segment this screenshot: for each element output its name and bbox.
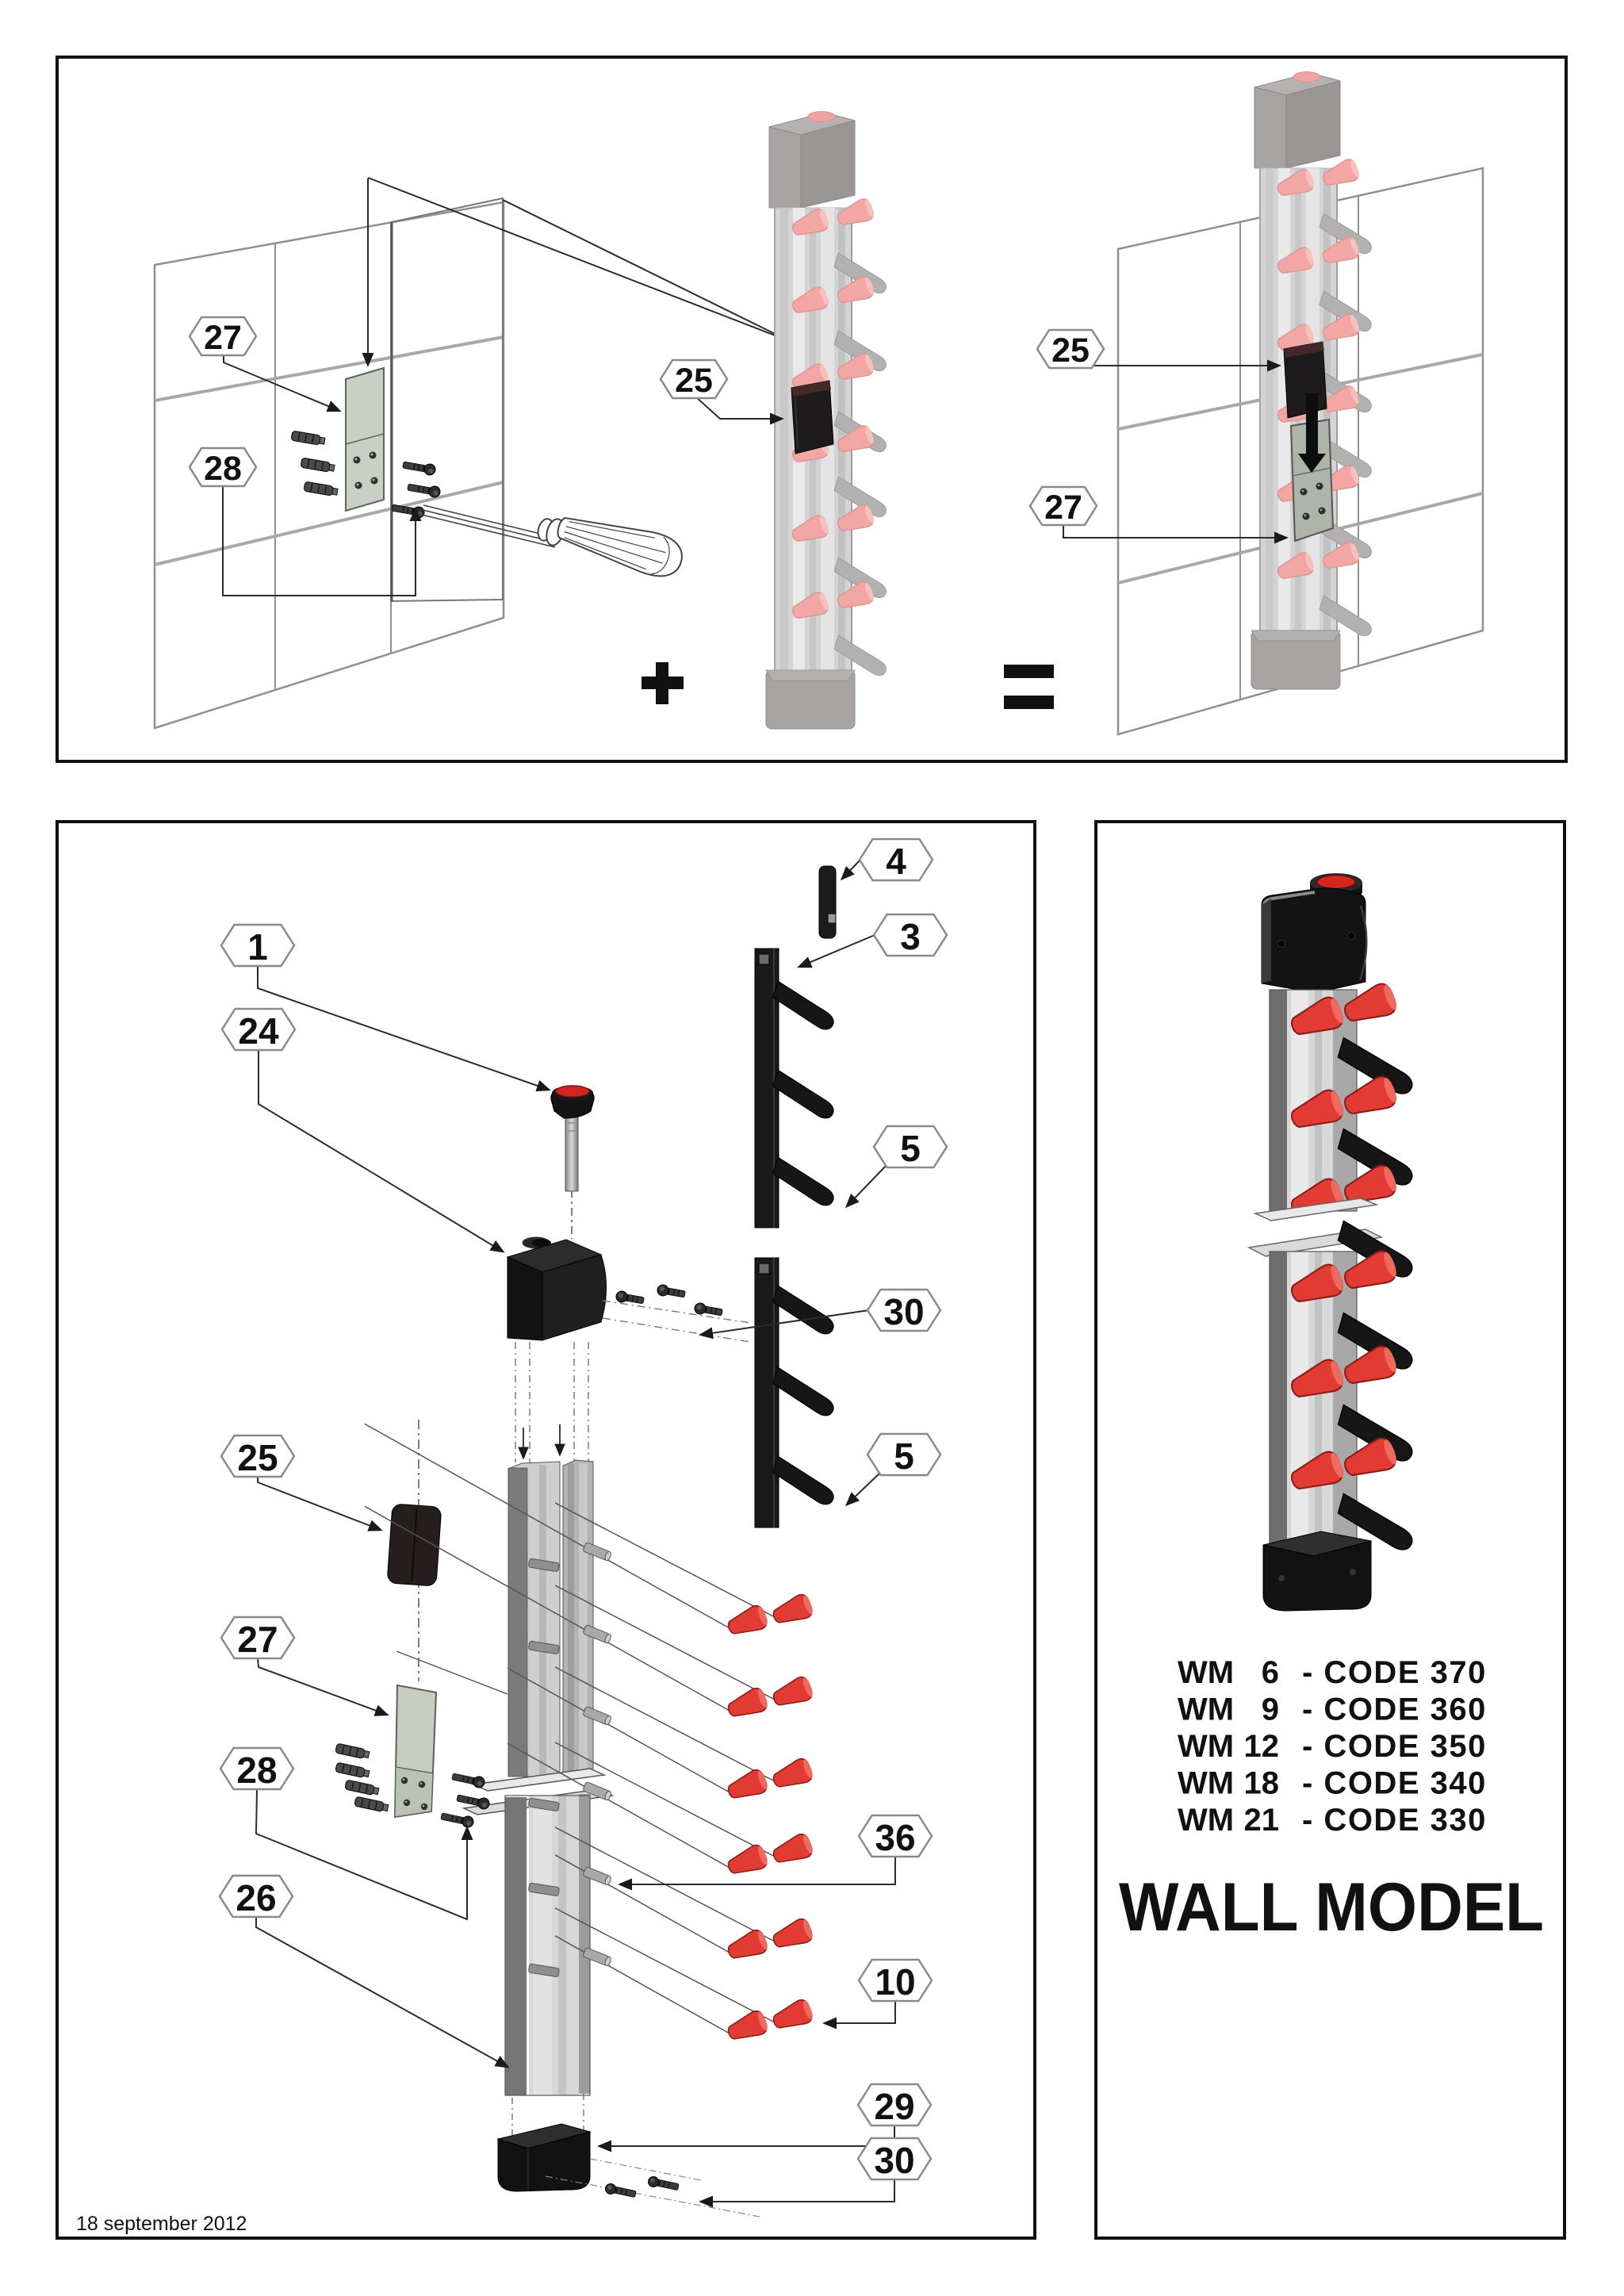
svg-text:WM: WM [1178, 1766, 1234, 1801]
svg-text:10: 10 [875, 1961, 915, 2003]
svg-text:25: 25 [237, 1437, 278, 1478]
svg-text:27: 27 [204, 319, 242, 357]
svg-text:1: 1 [247, 926, 268, 968]
svg-text:WM: WM [1178, 1692, 1234, 1727]
svg-text:36: 36 [875, 1817, 915, 1858]
svg-text:3: 3 [900, 916, 921, 957]
svg-text:21: 21 [1244, 1803, 1280, 1838]
svg-text:- CODE 340: - CODE 340 [1302, 1766, 1487, 1801]
svg-text:9: 9 [1262, 1692, 1279, 1727]
svg-text:WM: WM [1178, 1729, 1234, 1764]
svg-text:12: 12 [1244, 1729, 1280, 1764]
svg-text:- CODE 330: - CODE 330 [1302, 1803, 1487, 1838]
svg-text:26: 26 [236, 1877, 276, 1918]
svg-text:WALL MODEL: WALL MODEL [1119, 1869, 1544, 1945]
svg-text:WM: WM [1178, 1655, 1234, 1690]
svg-text:5: 5 [900, 1128, 921, 1169]
svg-text:29: 29 [874, 2086, 914, 2127]
svg-text:- CODE 350: - CODE 350 [1302, 1729, 1487, 1764]
svg-text:28: 28 [236, 1750, 277, 1791]
svg-text:25: 25 [1051, 332, 1090, 370]
svg-text:30: 30 [883, 1291, 924, 1332]
svg-text:27: 27 [237, 1619, 278, 1660]
svg-text:27: 27 [1044, 489, 1082, 527]
svg-text:28: 28 [204, 450, 242, 488]
svg-text:- CODE 370: - CODE 370 [1302, 1655, 1487, 1690]
svg-text:25: 25 [675, 362, 713, 400]
svg-text:18: 18 [1244, 1766, 1280, 1801]
svg-text:WM: WM [1178, 1803, 1234, 1838]
svg-text:- CODE 360: - CODE 360 [1302, 1692, 1487, 1727]
svg-text:30: 30 [874, 2140, 914, 2181]
svg-text:18 september 2012: 18 september 2012 [76, 2213, 247, 2235]
svg-text:5: 5 [894, 1435, 914, 1477]
svg-text:6: 6 [1262, 1655, 1279, 1690]
svg-text:24: 24 [238, 1010, 279, 1052]
svg-text:4: 4 [886, 841, 906, 882]
